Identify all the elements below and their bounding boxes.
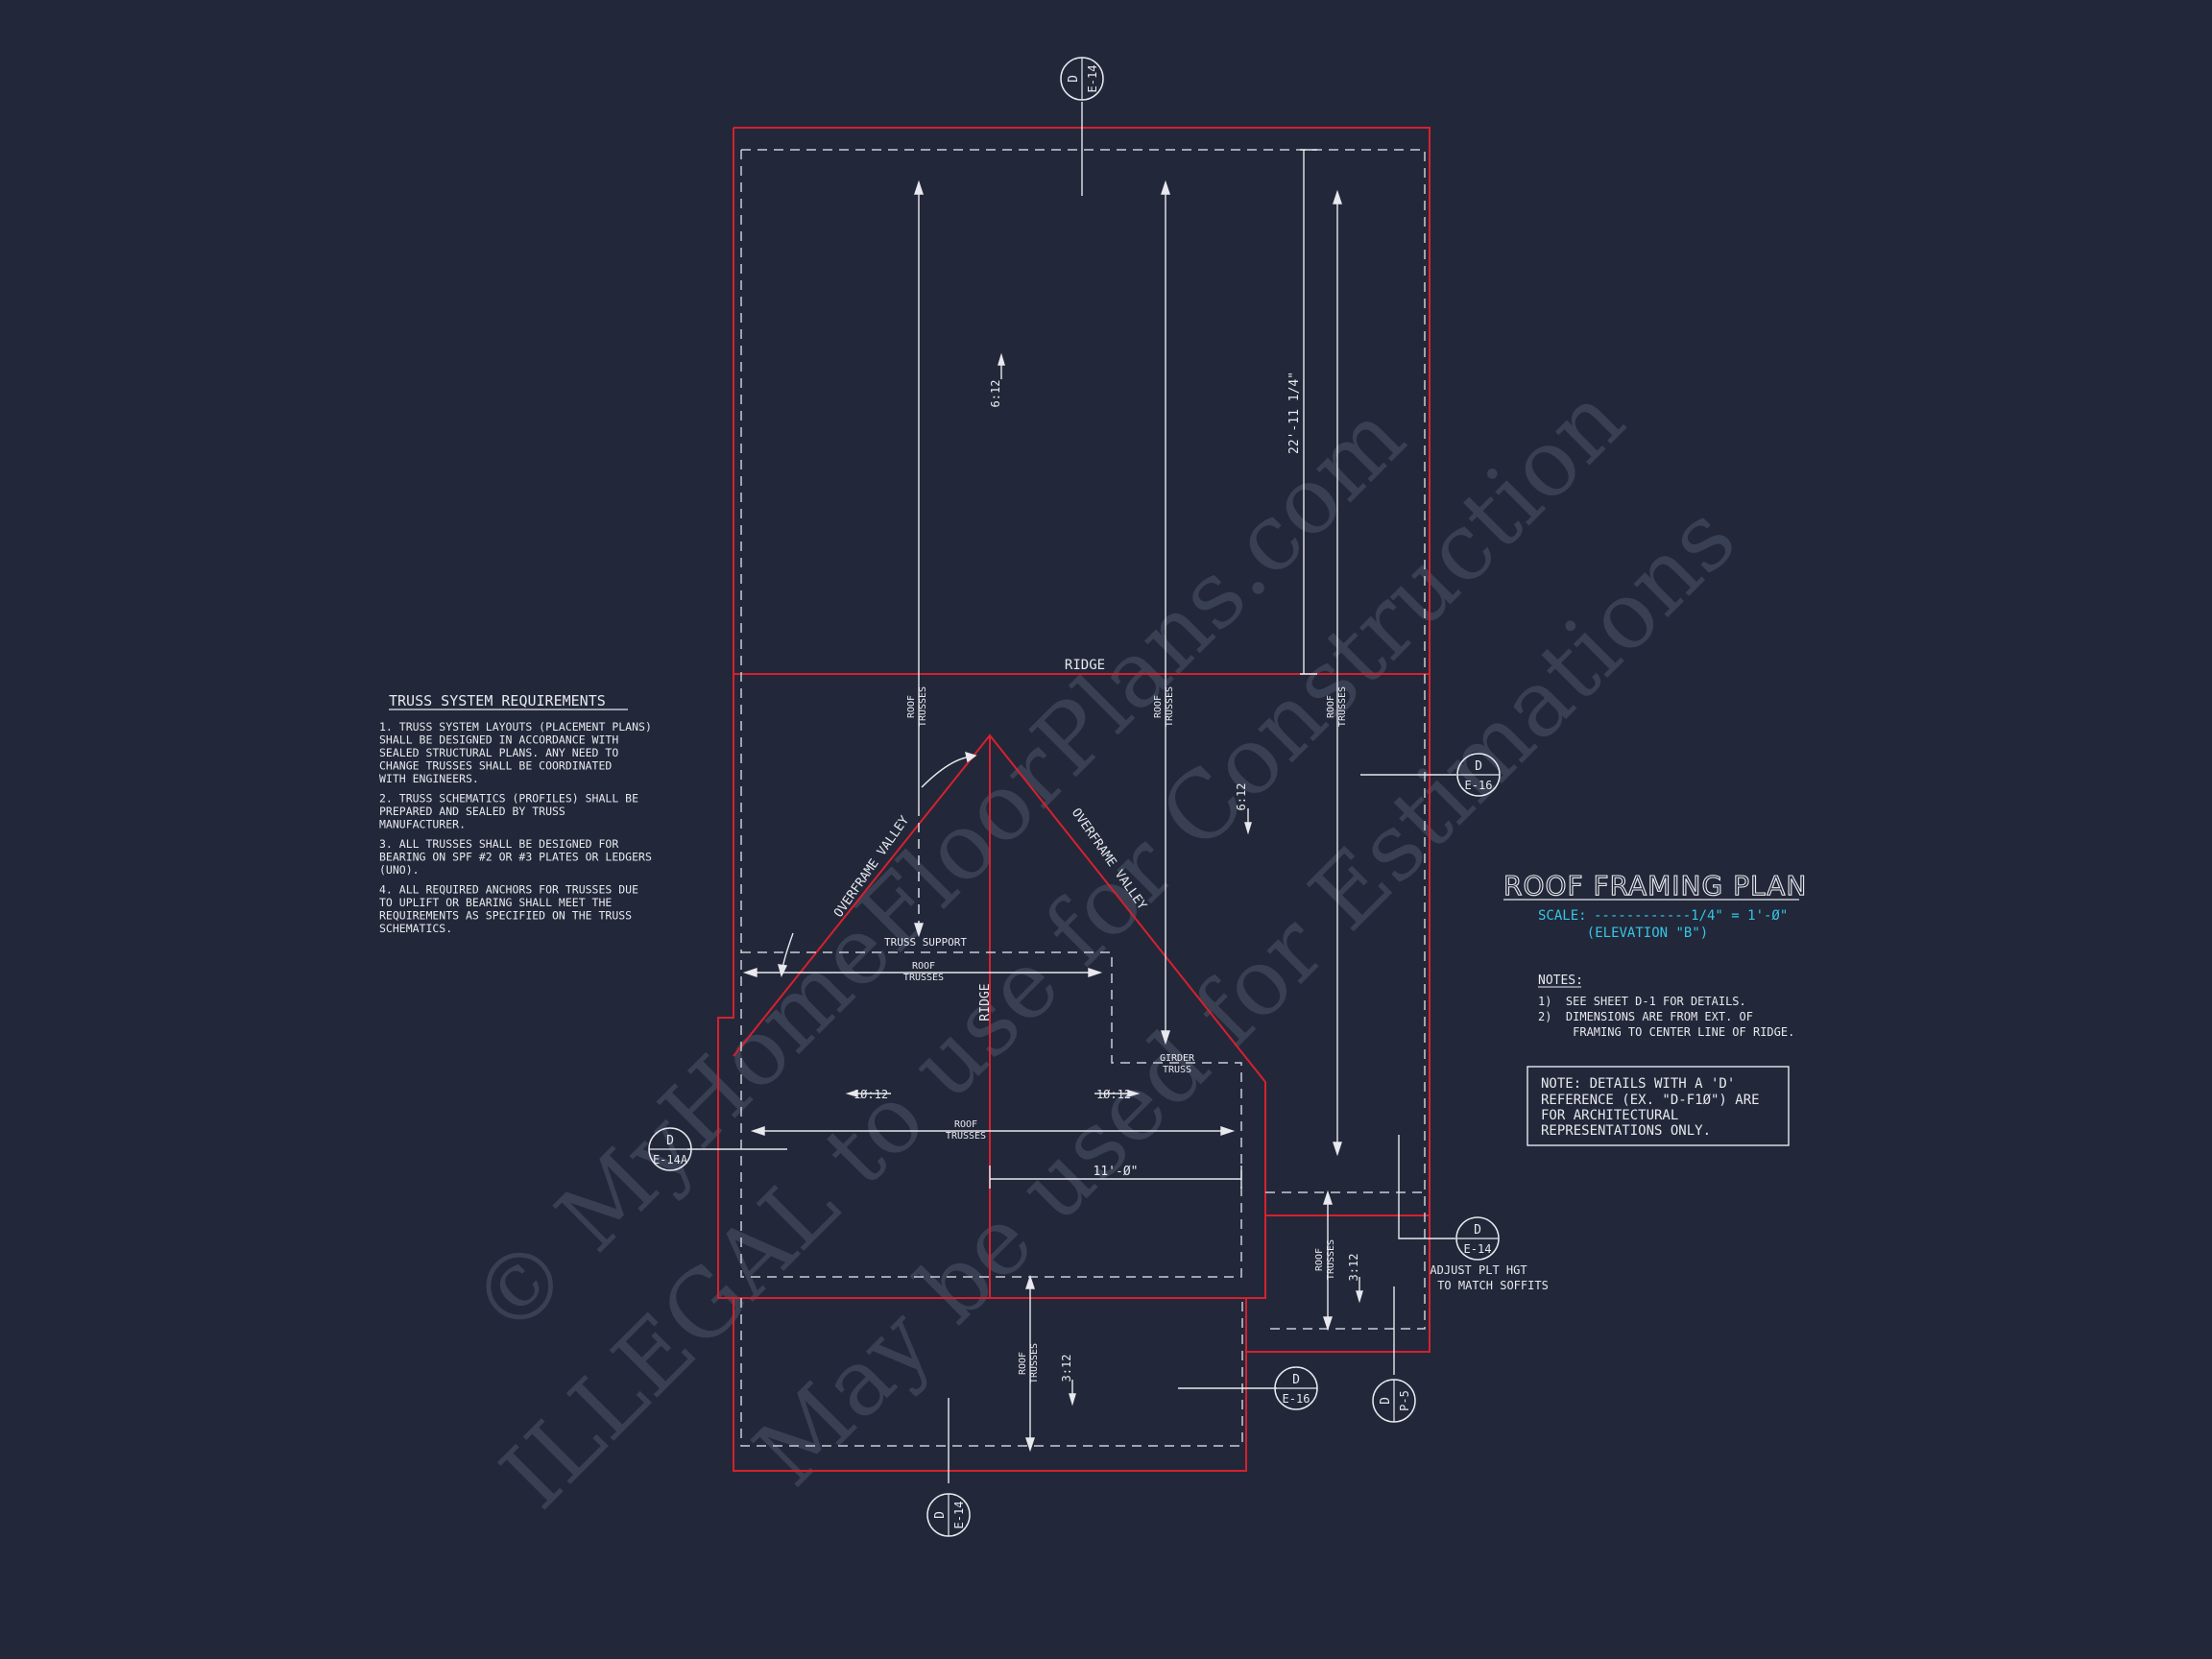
truss-requirements: TRUSS SYSTEM REQUIREMENTS 1. TRUSS SYSTE… [379, 692, 652, 935]
roof-trusses-v5: ROOF [1314, 1248, 1325, 1271]
roof-trusses-v2b: TRUSSES [1165, 686, 1175, 727]
roof-trusses-v4: ROOF [1018, 1352, 1028, 1375]
note-box-line-4: REPRESENTATIONS ONLY. [1541, 1123, 1711, 1139]
tag-bottom-mid-sheet: E-16 [1283, 1392, 1310, 1406]
section-tag-right[interactable]: D E-16 [1456, 753, 1501, 797]
pitch-3: 1Ø:12 [854, 1088, 888, 1101]
girder-truss-label: TRUSS [1163, 1065, 1191, 1075]
roof-trusses-top-label-2: TRUSSES [903, 973, 944, 983]
truss-requirements-heading: TRUSS SYSTEM REQUIREMENTS [389, 692, 606, 709]
truss-requirement-line: TO UPLIFT OR BEARING SHALL MEET THE [379, 896, 612, 909]
tag-left-letter: D [666, 1134, 674, 1148]
roof-trusses-v1: ROOF [906, 695, 917, 718]
tag-right-sheet: E-16 [1465, 779, 1493, 792]
roof-trusses-top-label: ROOF [912, 961, 935, 972]
section-tag-lower-right[interactable]: D E-14 [1455, 1216, 1500, 1261]
notes-heading: NOTES: [1538, 974, 1583, 988]
section-tag-bottom[interactable]: D E-14 [926, 1493, 971, 1537]
tag-top-letter: D [1067, 75, 1081, 83]
ridge-vertical-label: RIDGE [978, 983, 993, 1021]
roof-trusses-v3b: TRUSSES [1337, 686, 1348, 727]
roof-trusses-v4b: TRUSSES [1029, 1343, 1040, 1383]
watermark: © MyHomeFloorPlans.com ILLEGAL to use fo… [450, 366, 1756, 1529]
roof-trusses-mid-label: ROOF [954, 1119, 977, 1130]
tag-lower-right-sheet: E-14 [1464, 1242, 1492, 1256]
note-3: FRAMING TO CENTER LINE OF RIDGE. [1538, 1025, 1794, 1039]
watermark-line-1: © MyHomeFloorPlans.com [450, 383, 1425, 1358]
truss-requirement-line: MANUFACTURER. [379, 818, 466, 831]
porch-wall-line [1265, 1191, 1426, 1330]
rear-wall-line [740, 1298, 1243, 1447]
main-roof-outline [717, 127, 1431, 1472]
notes: NOTES: 1) SEE SHEET D-1 FOR DETAILS. 2) … [1538, 974, 1794, 1039]
truss-requirement-line: REQUIREMENTS AS SPECIFIED ON THE TRUSS [379, 909, 632, 923]
note-box: NOTE: DETAILS WITH A 'D' REFERENCE (EX. … [1527, 1066, 1790, 1146]
pitch-6: 3:12 [1347, 1254, 1360, 1282]
pitch-4: 1Ø:12 [1096, 1088, 1131, 1101]
truss-requirements-body: 1. TRUSS SYSTEM LAYOUTS (PLACEMENT PLANS… [379, 720, 652, 935]
tag-left-sheet: E-14A [653, 1153, 688, 1166]
front-gable-outline [718, 733, 1266, 1299]
pitch-2: 6:12 [1235, 783, 1248, 811]
section-tag-bottom-right[interactable]: D P-5 [1372, 1379, 1416, 1423]
note-1: 1) SEE SHEET D-1 FOR DETAILS. [1538, 995, 1746, 1008]
tag-bottom-right-sheet: P-5 [1398, 1390, 1411, 1411]
section-tag-top[interactable]: D E-14 [1060, 57, 1104, 101]
roof-trusses-v1b: TRUSSES [918, 686, 928, 727]
tag-lower-right-letter: D [1474, 1223, 1481, 1238]
girder-label: GIRDER [1160, 1053, 1195, 1064]
truss-requirement-line: (UNO). [379, 863, 420, 877]
dimension-22-11: 22'-11 1/4" [1287, 372, 1302, 454]
tag-top-sheet: E-14 [1086, 65, 1099, 93]
pitch-5: 3:12 [1060, 1355, 1073, 1382]
roof-trusses-v5b: TRUSSES [1326, 1239, 1336, 1280]
section-tag-left[interactable]: D E-14A [648, 1127, 692, 1171]
roof-trusses-mid-label-2: TRUSSES [946, 1131, 986, 1142]
truss-requirement-line: SEALED STRUCTURAL PLANS. ANY NEED TO [379, 746, 618, 759]
roof-trusses-v3: ROOF [1326, 695, 1336, 718]
tag-right-letter: D [1475, 759, 1482, 774]
scale-value: ------------1/4" = 1'-Ø" [1594, 908, 1788, 924]
truss-requirement-line: 1. TRUSS SYSTEM LAYOUTS (PLACEMENT PLANS… [379, 720, 652, 733]
truss-support-label: TRUSS SUPPORT [884, 936, 967, 949]
note-box-line-3: FOR ARCHITECTURAL [1541, 1108, 1678, 1123]
truss-requirement-line: PREPARED AND SEALED BY TRUSS [379, 805, 565, 818]
truss-requirement-line: 2. TRUSS SCHEMATICS (PROFILES) SHALL BE [379, 792, 638, 805]
truss-requirement-line: 4. ALL REQUIRED ANCHORS FOR TRUSSES DUE [379, 883, 638, 897]
section-tag-bottom-mid[interactable]: D E-16 [1274, 1366, 1318, 1410]
title-block: ROOF FRAMING PLAN SCALE: ------------1/4… [1503, 869, 1807, 941]
adjust-plt-label-1: ADJUST PLT HGT [1430, 1263, 1527, 1277]
note-2: 2) DIMENSIONS ARE FROM EXT. OF [1538, 1010, 1753, 1023]
main-wall-line [741, 149, 1426, 1192]
dimension-11-0: 11'-Ø" [1094, 1165, 1139, 1179]
roof-trusses-v2: ROOF [1153, 695, 1164, 718]
pitch-1: 6:12 [989, 380, 1002, 408]
framing-linework [687, 102, 1456, 1483]
tag-bottom-sheet: E-14 [952, 1502, 966, 1529]
truss-requirement-line: SCHEMATICS. [379, 922, 452, 935]
note-box-line-2: REFERENCE (EX. "D-F1Ø") ARE [1541, 1093, 1760, 1108]
wall-lines [740, 149, 1426, 1447]
truss-requirement-line: BEARING ON SPF #2 OR #3 PLATES OR LEDGER… [379, 851, 652, 864]
tag-bottom-right-letter: D [1379, 1397, 1393, 1405]
truss-requirement-line: SHALL BE DESIGNED IN ACCORDANCE WITH [379, 733, 618, 747]
note-box-line-1: NOTE: DETAILS WITH A 'D' [1541, 1076, 1735, 1092]
truss-requirement-line: CHANGE TRUSSES SHALL BE COORDINATED [379, 759, 612, 773]
tag-bottom-mid-letter: D [1292, 1373, 1300, 1387]
front-wall-line [740, 951, 1242, 1278]
ridge-label: RIDGE [1065, 658, 1105, 673]
tag-bottom-letter: D [933, 1511, 948, 1519]
truss-requirement-line: WITH ENGINEERS. [379, 772, 479, 785]
plan-title: ROOF FRAMING PLAN [1503, 870, 1807, 902]
truss-requirement-line: 3. ALL TRUSSES SHALL BE DESIGNED FOR [379, 837, 618, 851]
elevation-label: (ELEVATION "B") [1587, 926, 1708, 941]
scale-label: SCALE: [1538, 908, 1587, 924]
adjust-plt-label-2: TO MATCH SOFFITS [1437, 1279, 1549, 1292]
